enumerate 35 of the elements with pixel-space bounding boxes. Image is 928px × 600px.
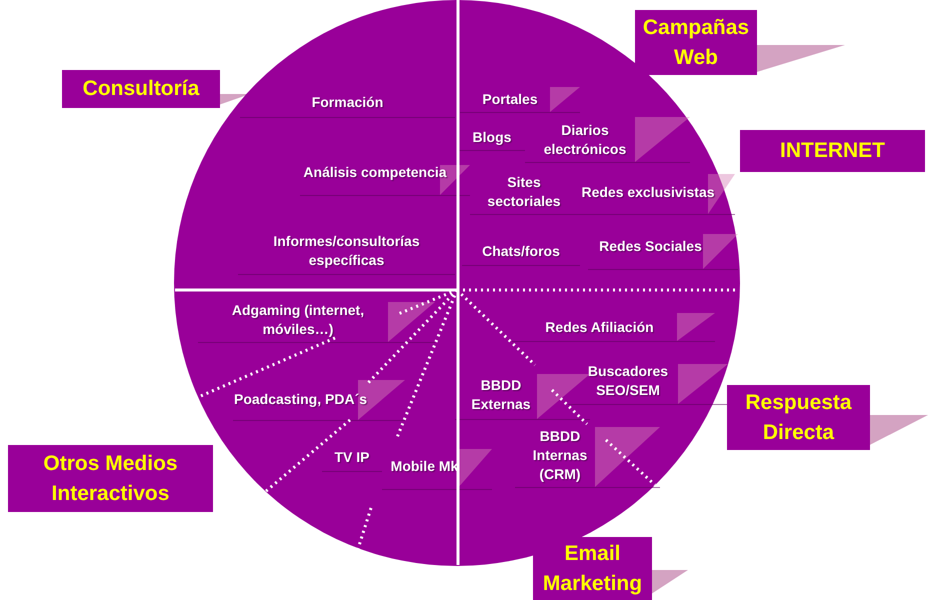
topic-label: Poadcasting, PDA´s [233, 390, 368, 409]
category-title: Otros Medios Interactivos [42, 450, 179, 506]
category-box [8, 445, 213, 512]
topic-label: Portales [481, 90, 539, 109]
topic-tab [512, 314, 715, 342]
topic-label: Blogs [472, 128, 512, 147]
topic-tab [515, 424, 660, 488]
topic-label: BBDD Internas (CRM) [532, 427, 588, 484]
category-title: Email Marketing [542, 540, 644, 596]
category-box [727, 385, 870, 450]
category-box [635, 10, 757, 75]
topic-tab [460, 87, 580, 113]
category-title: Respuesta Directa [744, 390, 853, 446]
topic-label: Adgaming (internet, móviles…) [230, 301, 366, 339]
topic-label: Buscadores SEO/SEM [586, 362, 670, 400]
topic-label: Informes/consultorías específicas [272, 232, 421, 270]
topic-label: Análisis competencia [302, 163, 448, 182]
category-title: INTERNET [780, 138, 885, 164]
topic-label: Mobile Mk [390, 456, 460, 476]
topic-label: Formación [310, 93, 384, 112]
topic-tab [233, 379, 405, 421]
topic-label: BBDD Externas [470, 376, 532, 414]
topic-label: TV IP [333, 448, 370, 467]
topic-label: Sites sectoriales [486, 173, 562, 211]
topic-label: Redes Sociales [598, 237, 703, 256]
topic-label: Chats/foros [481, 242, 561, 261]
topic-tab [525, 118, 690, 163]
category-title: Consultoría [82, 76, 200, 102]
category-box [533, 537, 652, 600]
category-box [62, 70, 220, 108]
topic-label: Diarios electrónicos [542, 121, 628, 159]
category-title: Campañas Web [642, 14, 750, 70]
topic-label: Redes Afiliación [544, 318, 655, 337]
topic-label: Redes exclusivistas [580, 182, 716, 202]
category-box [740, 130, 925, 172]
